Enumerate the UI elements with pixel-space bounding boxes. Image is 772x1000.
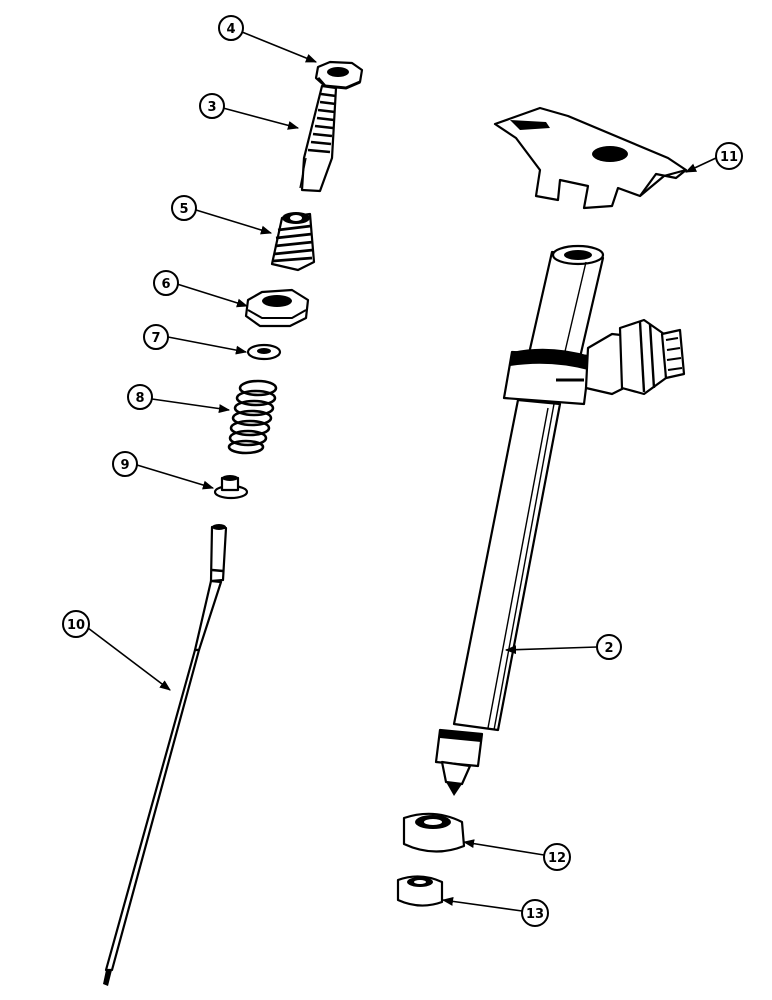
part-13-small-washer	[396, 875, 444, 907]
leader-4	[241, 31, 318, 63]
part-4-nut	[314, 60, 364, 90]
callout-8: 8	[127, 384, 153, 410]
callout-7: 7	[143, 324, 169, 350]
leader-12	[462, 839, 545, 856]
svg-text:6: 6	[161, 277, 170, 292]
leader-2	[504, 645, 598, 655]
leader-8	[151, 398, 231, 414]
svg-text:3: 3	[207, 100, 216, 115]
leader-3	[222, 107, 300, 130]
part-11-clamp-bracket	[493, 106, 688, 210]
svg-text:9: 9	[120, 458, 129, 473]
leader-13	[441, 896, 523, 912]
callout-3: 3	[199, 93, 225, 119]
callout-10: 10	[62, 610, 90, 638]
callout-9: 9	[112, 451, 138, 477]
svg-text:8: 8	[135, 391, 144, 406]
svg-text:4: 4	[226, 22, 235, 37]
svg-text:5: 5	[179, 202, 188, 217]
part-7-washer	[246, 343, 282, 361]
part-8-spring	[227, 379, 278, 455]
part-9-spring-seat	[213, 475, 249, 500]
callout-6: 6	[153, 270, 179, 296]
part-6-locknut	[244, 288, 310, 328]
callout-4: 4	[218, 15, 244, 41]
part-5-threaded-sleeve	[270, 212, 316, 272]
svg-text:12: 12	[548, 851, 566, 866]
leader-9	[136, 464, 215, 490]
svg-text:10: 10	[67, 618, 85, 633]
svg-text:13: 13	[526, 907, 544, 922]
leader-5	[195, 209, 273, 235]
part-12-sealing-washer	[402, 812, 466, 853]
leader-10	[87, 627, 171, 691]
part-2-injector-body	[434, 244, 686, 796]
callout-12: 12	[543, 843, 571, 871]
svg-text:2: 2	[604, 641, 613, 656]
part-3-threaded-stud	[299, 84, 338, 193]
leader-6	[176, 283, 249, 308]
leader-lines	[87, 31, 717, 912]
svg-text:7: 7	[151, 331, 160, 346]
callout-13: 13	[521, 899, 549, 927]
leader-11	[684, 157, 717, 173]
part-10-push-rod	[103, 524, 228, 986]
callout-5: 5	[171, 195, 197, 221]
callout-11: 11	[715, 142, 743, 170]
svg-text:11: 11	[720, 150, 738, 165]
leader-7	[167, 336, 248, 355]
callout-2: 2	[596, 634, 622, 660]
